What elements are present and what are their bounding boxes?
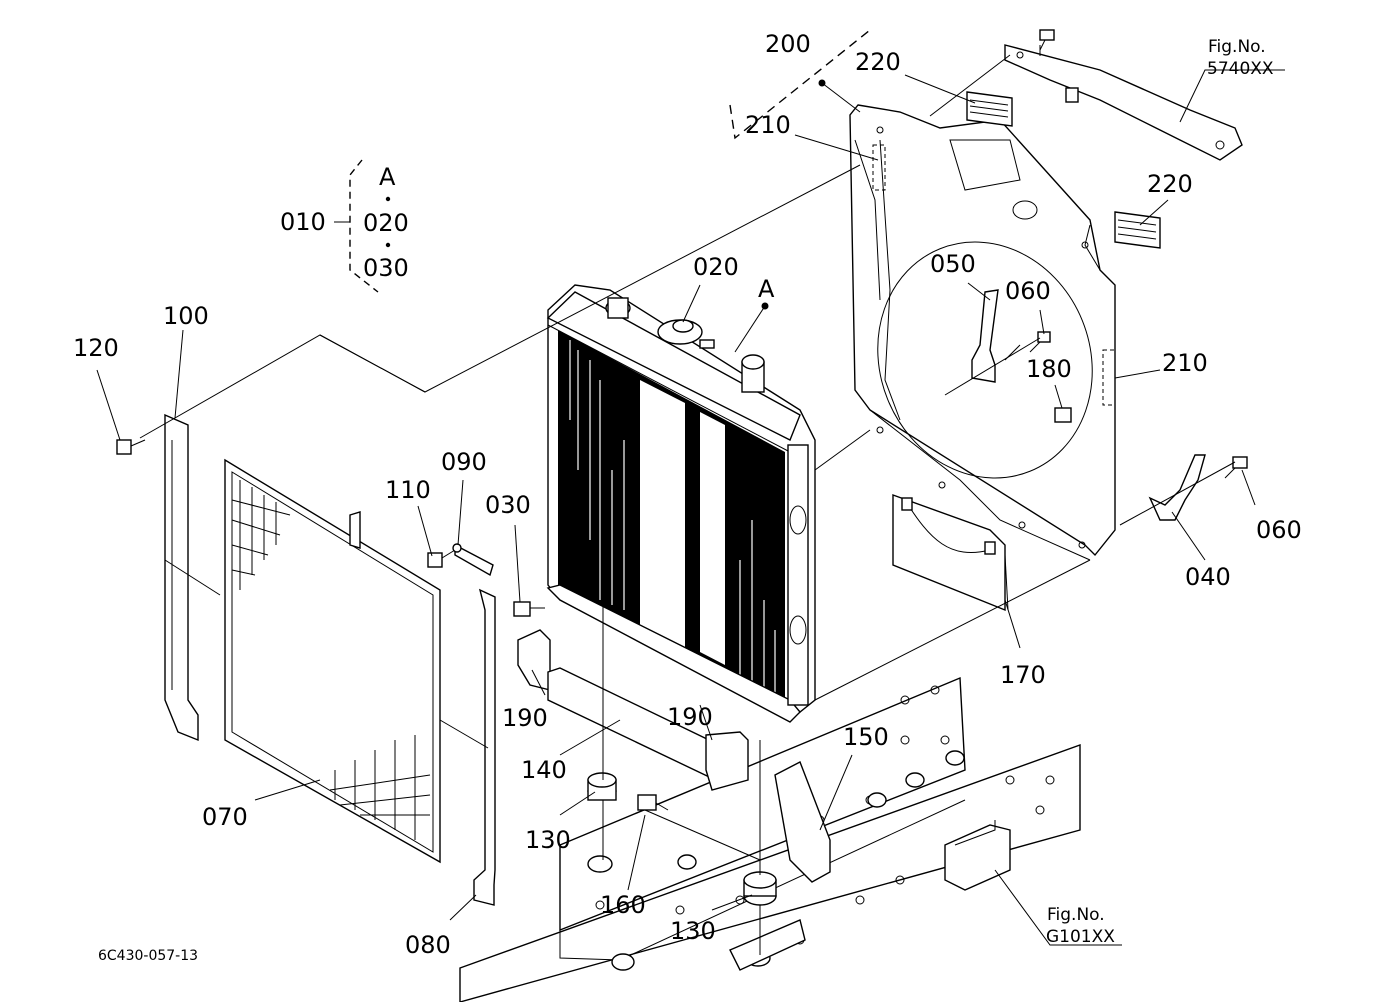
nut: [1054, 407, 1072, 423]
callout-210-top: 210: [745, 111, 791, 139]
cushion-right: [705, 731, 749, 791]
shroud-bracket: [1148, 454, 1206, 521]
radiator: [546, 284, 816, 723]
callout-210-right: 210: [1162, 349, 1208, 377]
callout-dot: [818, 79, 826, 87]
callout-160: 160: [600, 891, 646, 919]
callout-130-lower: 130: [670, 917, 716, 945]
fan-guard-bracket: [971, 289, 999, 383]
group-bracket-200: [729, 29, 871, 140]
callout-090: 090: [441, 448, 487, 476]
side-bracket-left: [164, 413, 199, 742]
fig-ref-top-number: 5740XX: [1207, 59, 1274, 79]
callout-080: 080: [405, 931, 451, 959]
dust-screen: [224, 458, 441, 864]
callout-100: 100: [163, 302, 209, 330]
leader-lines: [96, 45, 1285, 955]
drain-cock: [513, 601, 545, 617]
callout-130-upper: 130: [525, 826, 571, 854]
callout-200: 200: [765, 30, 811, 58]
callout-070: 070: [202, 803, 248, 831]
group-main-number: 010: [280, 208, 326, 236]
callout-220-right: 220: [1147, 170, 1193, 198]
screen-mesh-bottom: [329, 735, 431, 840]
shroud-lower-plate: [892, 494, 1006, 612]
fig-ref-top-label: Fig.No.: [1208, 37, 1266, 57]
group-item-030: 030: [363, 254, 409, 282]
callout-190-right: 190: [667, 703, 713, 731]
cushion-left: [517, 629, 551, 691]
label-sticker-hatch: [1117, 219, 1157, 240]
assembly-group-bracket: [334, 159, 391, 293]
callout-050: 050: [930, 250, 976, 278]
callout-180: 180: [1026, 355, 1072, 383]
callout-140: 140: [521, 756, 567, 784]
radiator-support: [774, 761, 831, 883]
callout-060-upper: 060: [1005, 277, 1051, 305]
callout-060-right: 060: [1256, 516, 1302, 544]
fig-ref-bottom-label: Fig.No.: [1047, 905, 1105, 925]
bolt-120: [116, 439, 146, 455]
callout-030: 030: [485, 491, 531, 519]
callout-A: A: [758, 275, 775, 303]
callout-labels: 200 220 210 220 020 A 050 060 210 180 10…: [73, 30, 1302, 964]
callout-120: 120: [73, 334, 119, 362]
bolt: [1039, 29, 1055, 51]
callout-170: 170: [1000, 661, 1046, 689]
label-sticker-hatch: [969, 99, 1009, 118]
callout-190-left: 190: [502, 704, 548, 732]
group-item-020: 020: [363, 209, 409, 237]
upper-stay: [1004, 29, 1243, 161]
callout-040: 040: [1185, 563, 1231, 591]
side-bracket-right: [473, 588, 496, 906]
callout-020: 020: [693, 253, 739, 281]
group-ref-letter: A: [379, 163, 396, 191]
callout-110: 110: [385, 476, 431, 504]
callout-150: 150: [843, 723, 889, 751]
mount-rubber-lower: [743, 871, 777, 906]
bolt-right: [1224, 456, 1248, 479]
callout-220-top: 220: [855, 48, 901, 76]
radiator-cap: [605, 297, 765, 393]
drawing-code: 6C430-057-13: [98, 948, 198, 964]
bolt-110: [427, 549, 456, 568]
screen-mesh-top: [231, 480, 291, 590]
callout-dot: [761, 302, 769, 310]
fig-ref-bottom-number: G101XX: [1046, 927, 1115, 947]
mount-rubber-upper: [587, 772, 617, 801]
bolt-160: [637, 794, 669, 811]
